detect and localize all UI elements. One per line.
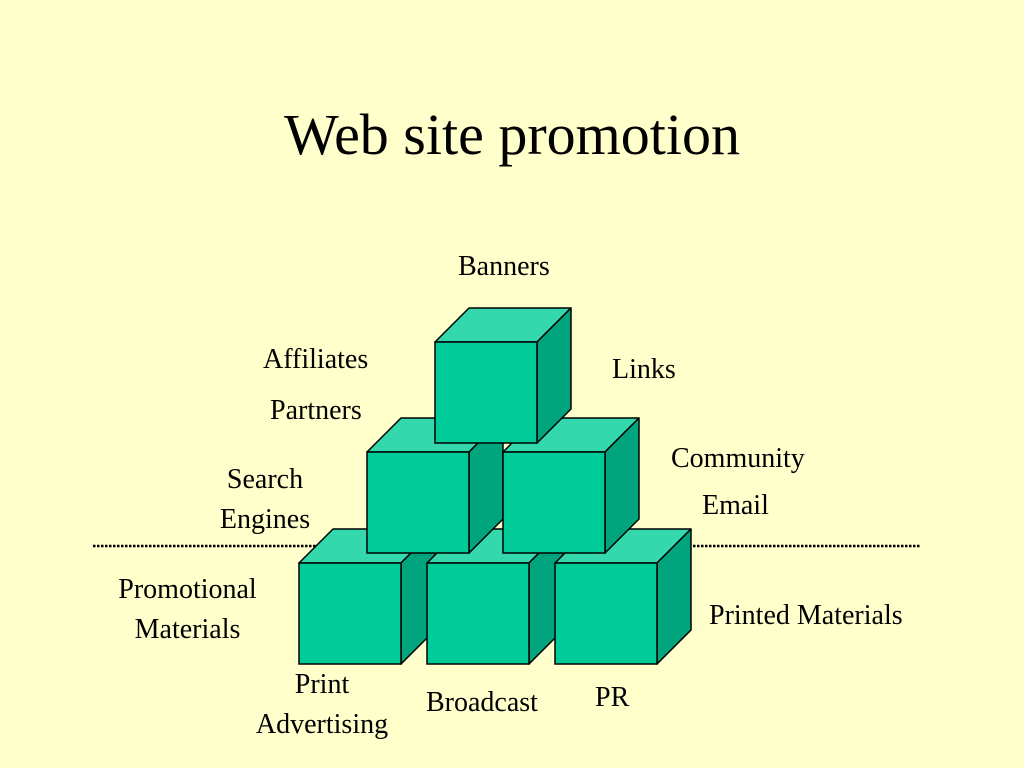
label-printed-materials: Printed Materials (709, 600, 903, 631)
label-partners: Partners (270, 395, 362, 426)
label-promotional-materials-line-1: Promotional (118, 574, 257, 605)
label-affiliates: Affiliates (263, 344, 369, 375)
cube-bottom-right (554, 528, 692, 665)
cube-top (434, 307, 572, 444)
slide-title: Web site promotion (283, 102, 741, 167)
label-broadcast: Broadcast (426, 687, 538, 718)
label-community: Community (671, 443, 805, 474)
label-links: Links (612, 354, 676, 385)
label-search-engines: Search Engines (205, 460, 325, 540)
label-print-advertising-line-1: Print (294, 669, 350, 700)
label-print-advertising-line-2: Advertising (255, 709, 389, 740)
label-promotional-materials: Promotional Materials (95, 570, 280, 650)
label-email: Email (702, 490, 769, 521)
label-search-engines-line-1: Search (226, 464, 304, 495)
label-print-advertising: Print Advertising (237, 665, 407, 745)
label-pr: PR (595, 682, 630, 713)
cube-bottom-left (298, 528, 436, 665)
label-search-engines-line-2: Engines (219, 504, 311, 535)
label-banners: Banners (458, 251, 550, 282)
cube-middle-right (502, 417, 640, 554)
cube-bottom-middle (426, 528, 564, 665)
label-promotional-materials-line-2: Materials (134, 614, 241, 645)
